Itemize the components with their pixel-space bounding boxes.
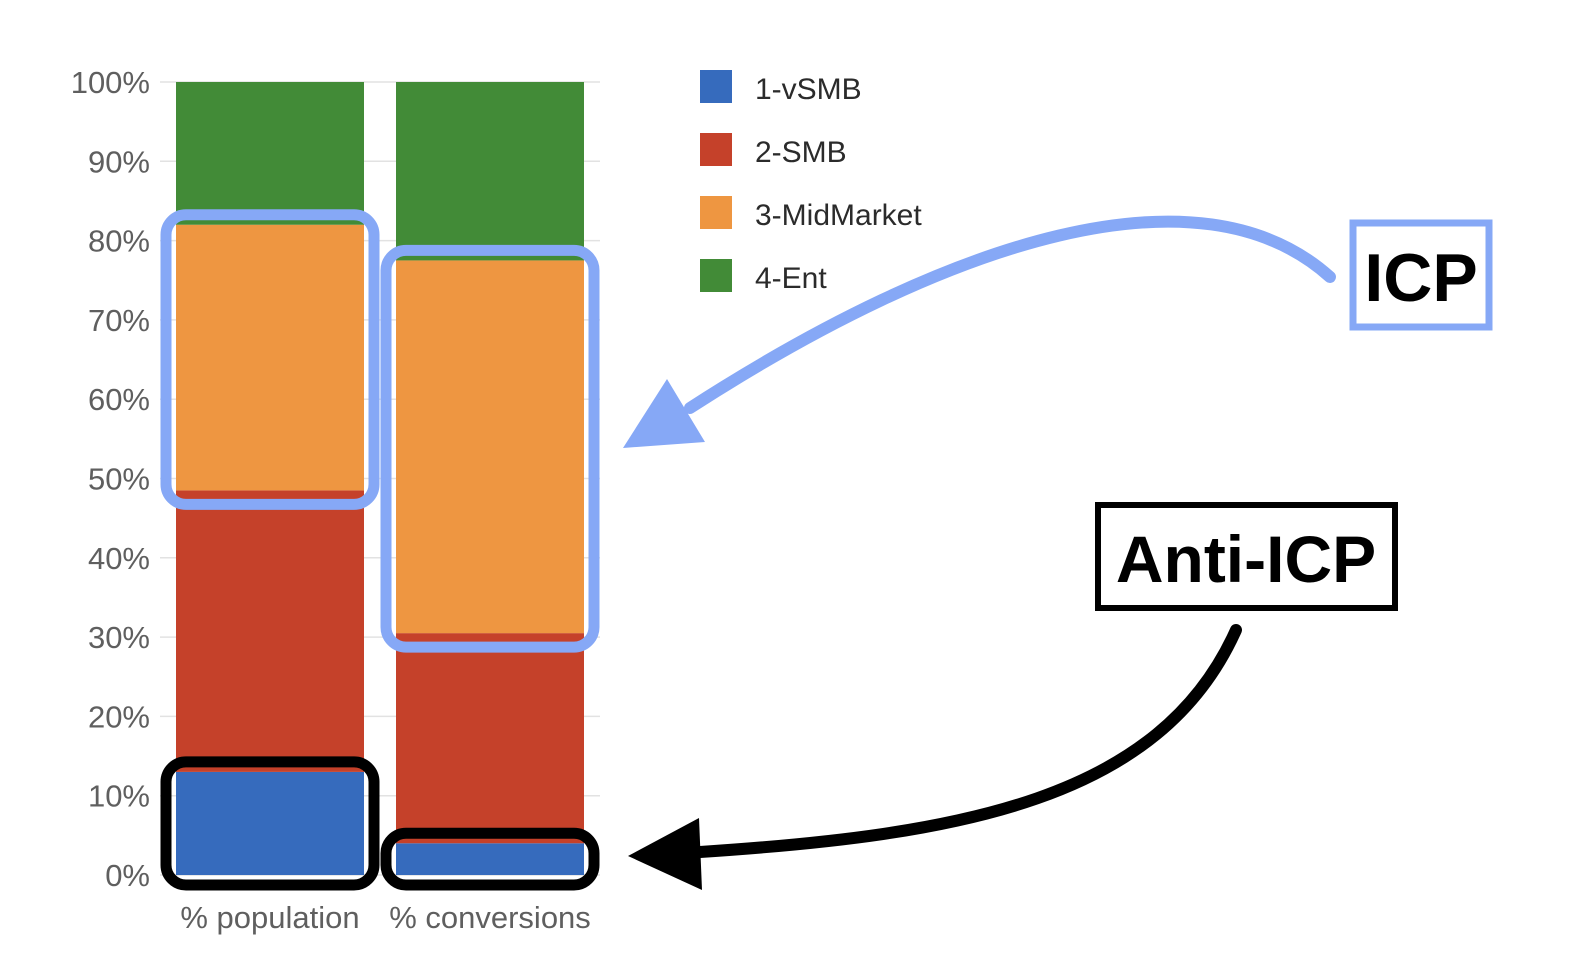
anti-icp-arrow [694, 624, 1242, 858]
y-tick-label-90: 90% [88, 144, 150, 179]
legend-label-2-smb: 2-SMB [755, 136, 847, 169]
y-tick-label-60: 60% [88, 382, 150, 417]
icp-label: ICP [1364, 240, 1477, 316]
icp-highlight-population [160, 209, 380, 510]
y-tick-label-80: 80% [88, 224, 150, 259]
anti-icp-arrow-head [628, 818, 702, 890]
bar-conversions-3-midmarket [396, 260, 584, 634]
icp-label-box [1349, 219, 1493, 331]
y-tick-label-100: 100% [71, 65, 150, 100]
y-tick-label-10: 10% [88, 779, 150, 814]
y-tick-label-0: 0% [105, 858, 150, 893]
legend-swatch-2-smb [700, 133, 732, 166]
legend: 1-vSMB 2-SMB 3-MidMarket 4-Ent [700, 70, 922, 295]
legend-label-3-midmarket: 3-MidMarket [755, 199, 922, 232]
anti-icp-highlight-population [160, 756, 380, 891]
bar-conversions-4-ent [396, 82, 584, 261]
legend-swatch-4-ent [700, 259, 732, 292]
category-label-conversions: % conversions [389, 900, 591, 935]
legend-swatch-3-midmarket [700, 196, 732, 229]
x-axis-categories: % population % conversions [180, 900, 590, 935]
bar-population-4-ent [176, 82, 364, 225]
y-tick-label-70: 70% [88, 303, 150, 338]
bars [176, 82, 584, 875]
y-axis-ticks: 0% 10% 20% 30% 40% 50% 60% 70% 80% 90% 100% [71, 65, 150, 893]
anti-icp-label: Anti-ICP [1116, 522, 1376, 596]
y-tick-label-20: 20% [88, 699, 150, 734]
legend-label-4-ent: 4-Ent [755, 262, 827, 295]
bar-conversions-2-smb [396, 633, 584, 844]
bar-population-1-vsmb [176, 771, 364, 875]
legend-label-1-vsmb: 1-vSMB [755, 73, 862, 106]
legend-swatch-1-vsmb [700, 70, 732, 103]
bar-conversions-1-vsmb [396, 843, 584, 875]
annotation-highlights [160, 209, 600, 891]
y-tick-label-30: 30% [88, 620, 150, 655]
icp-arrow-head [623, 379, 705, 448]
icp-callout: ICP [623, 215, 1493, 448]
y-tick-label-50: 50% [88, 462, 150, 497]
category-label-population: % population [180, 900, 359, 935]
anti-icp-highlight-conversions [380, 827, 600, 891]
anti-icp-callout: Anti-ICP [628, 502, 1398, 890]
anti-icp-label-box [1095, 502, 1398, 611]
y-tick-label-40: 40% [88, 541, 150, 576]
icp-highlight-conversions [380, 244, 600, 653]
bar-population-3-midmarket [176, 224, 364, 491]
icp-arrow [684, 215, 1336, 414]
bar-population-2-smb [176, 490, 364, 772]
